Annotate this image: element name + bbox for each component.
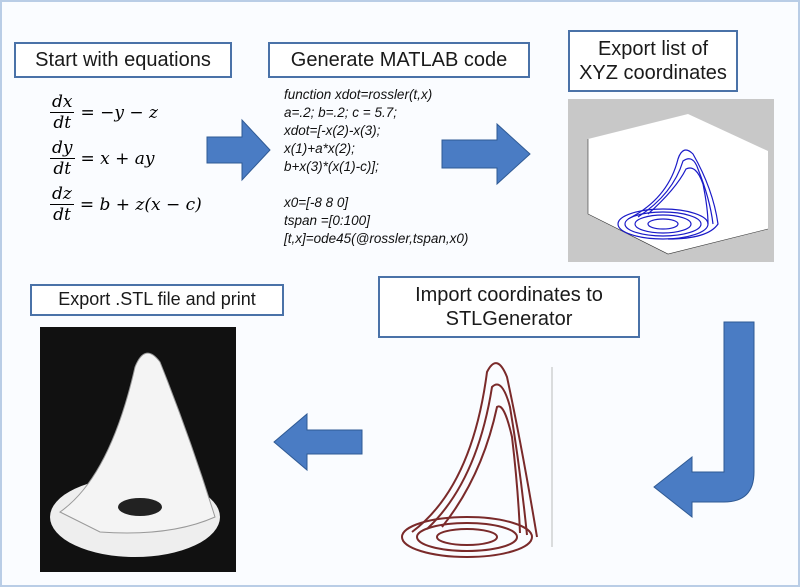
step-matlab-label: Generate MATLAB code xyxy=(268,42,530,78)
printed-stl-photo xyxy=(40,327,236,572)
stl-generator-model xyxy=(401,362,553,558)
step-equations-label: Start with equations xyxy=(14,42,232,78)
arrow-j-down-left xyxy=(653,321,755,519)
arrow-left xyxy=(273,412,363,472)
matlab-3d-plot xyxy=(568,99,774,262)
arrow-right-1 xyxy=(206,118,271,182)
step-import-stl-label: Import coordinates to STLGenerator xyxy=(378,276,640,338)
matlab-code: function xdot=rossler(t,x)a=.2; b=.2; c … xyxy=(284,87,469,246)
step-export-stl-label: Export .STL file and print xyxy=(30,284,284,316)
step-export-xyz-label: Export list of XYZ coordinates xyxy=(568,30,738,92)
arrow-right-2 xyxy=(441,122,531,186)
